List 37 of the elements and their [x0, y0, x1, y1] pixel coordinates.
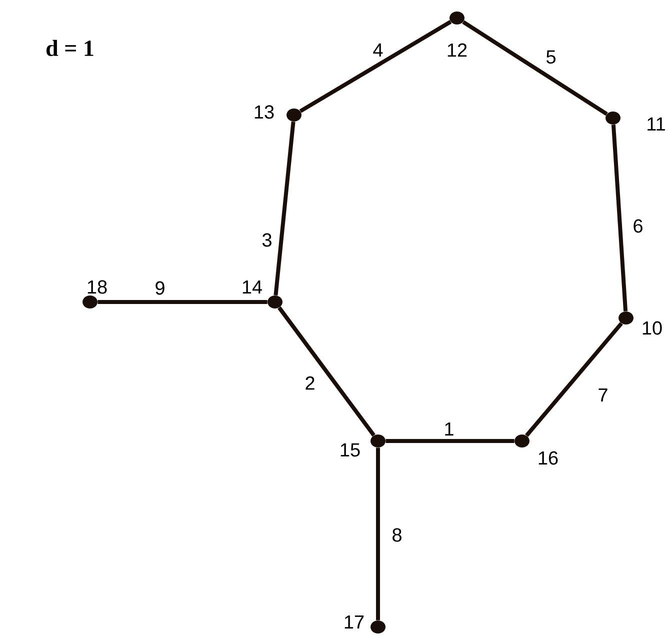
vertex-label: 12	[448, 43, 467, 57]
vertex-label: 17	[344, 615, 364, 629]
vertex-dot	[286, 108, 302, 122]
edge-label: 7	[598, 388, 608, 402]
vertex-label: 14	[242, 280, 262, 294]
vertex-dot	[268, 296, 282, 308]
vertex-dot	[450, 12, 464, 24]
vertex-label: 11	[648, 117, 665, 131]
vertex-dot	[370, 434, 386, 448]
edge-label: 3	[262, 233, 272, 247]
edge-label: 5	[546, 50, 556, 64]
vertex-dot	[514, 434, 530, 448]
vertex-dot	[606, 112, 620, 124]
edge-label: 2	[306, 376, 314, 390]
note: d = 1	[46, 40, 94, 56]
vertex-label: 13	[254, 105, 274, 119]
edge-label: 4	[373, 43, 383, 57]
edge-line	[98, 300, 268, 304]
vertex-dot	[82, 296, 98, 308]
edge-line	[525, 322, 623, 437]
edge-label: 1	[445, 422, 454, 436]
vertex-dot	[370, 620, 386, 634]
edge-line	[274, 121, 296, 296]
edge-label: 6	[634, 219, 642, 233]
edge-line	[376, 448, 380, 620]
edge-label: 9	[156, 281, 164, 295]
edge-line	[386, 439, 514, 443]
edge-line	[299, 20, 452, 113]
vertex-label: 10	[642, 321, 662, 335]
vertex-label: 15	[340, 443, 360, 457]
vertex-dot	[618, 312, 634, 324]
edge-label: 8	[392, 528, 402, 542]
edge-line	[611, 124, 628, 312]
edge-line	[278, 306, 376, 437]
vertex-label: 16	[538, 451, 558, 465]
vertex-label: 18	[88, 280, 107, 294]
edge-line	[462, 20, 608, 116]
